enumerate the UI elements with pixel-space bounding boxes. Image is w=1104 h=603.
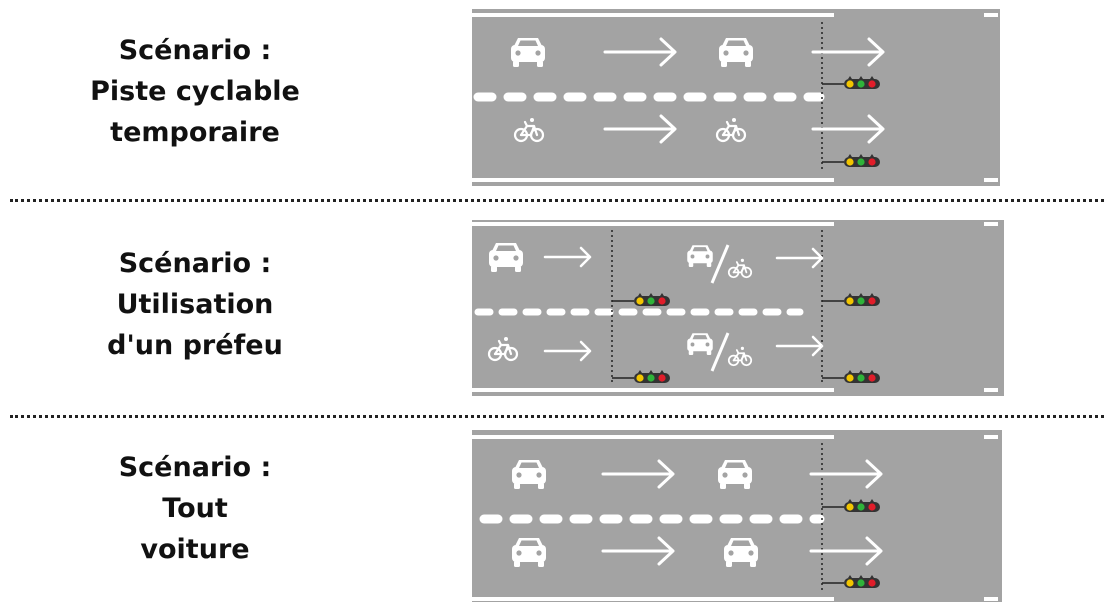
scenario-separator bbox=[10, 199, 1104, 202]
road-edge-line bbox=[472, 435, 834, 439]
road-piste-cyclable bbox=[472, 9, 1000, 186]
scenario-name-line-2: d'un préfeu bbox=[107, 330, 283, 361]
road-edge-line bbox=[472, 222, 834, 226]
scenario-name-line-2: voiture bbox=[140, 534, 250, 565]
road-edge-line bbox=[472, 178, 834, 182]
road-edge-line bbox=[472, 13, 834, 17]
scenario-name-line-1: Tout bbox=[162, 493, 228, 524]
scenario-separator bbox=[10, 415, 1104, 418]
scenario-heading: Scénario : bbox=[118, 248, 272, 279]
road-edge-line bbox=[472, 597, 834, 601]
scenario-name-line-1: Piste cyclable bbox=[90, 76, 300, 107]
scenario-label-piste-cyclable: Scénario : Piste cyclable temporaire bbox=[40, 30, 350, 153]
scenario-name-line-2: temporaire bbox=[110, 117, 280, 148]
road-tout-voiture bbox=[472, 430, 1002, 602]
scenario-label-prefeu: Scénario : Utilisation d'un préfeu bbox=[40, 243, 350, 366]
scenario-heading: Scénario : bbox=[118, 35, 272, 66]
road-edge-line bbox=[472, 388, 834, 392]
road-surface bbox=[472, 220, 1004, 396]
road-prefeu bbox=[472, 220, 1004, 396]
scenario-name-line-1: Utilisation bbox=[116, 289, 274, 320]
scenario-heading: Scénario : bbox=[118, 452, 272, 483]
scenario-label-tout-voiture: Scénario : Tout voiture bbox=[40, 447, 350, 570]
